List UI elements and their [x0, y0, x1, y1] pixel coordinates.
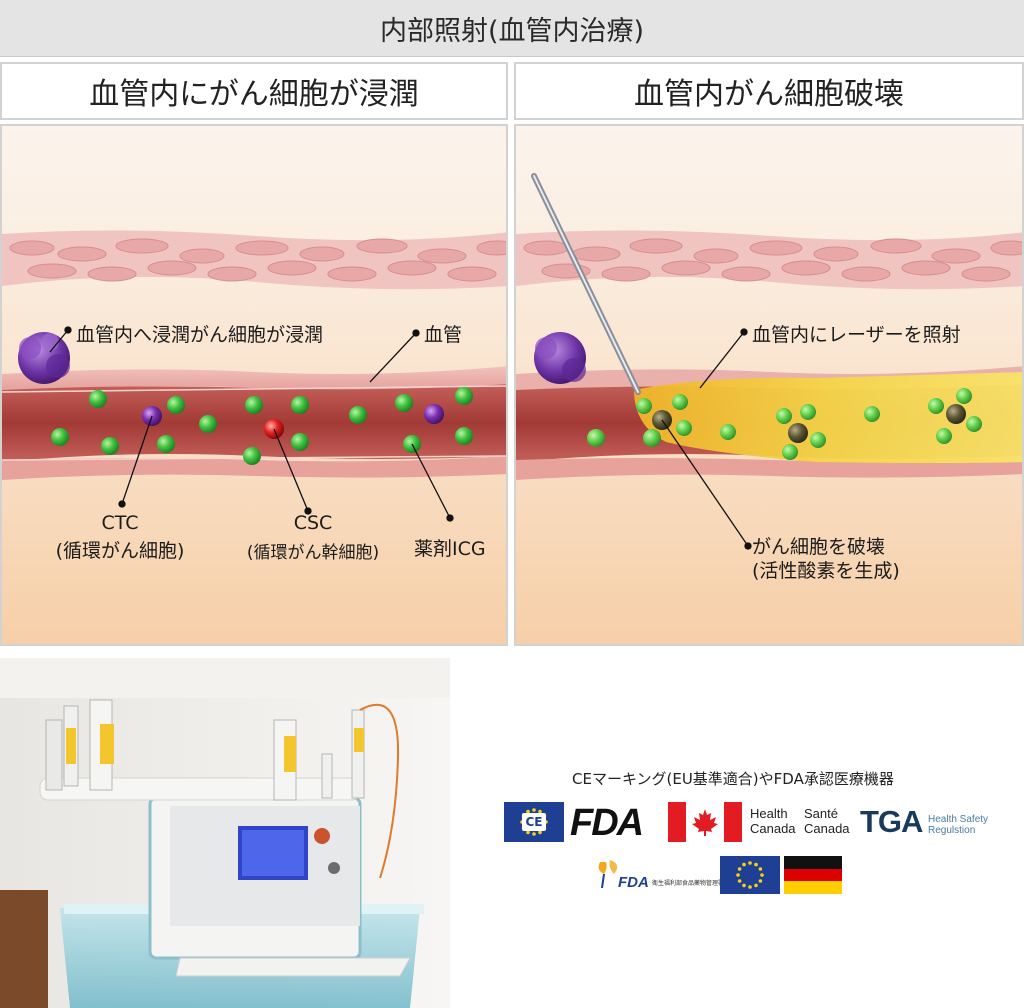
fda-logo: FDA [570, 802, 644, 844]
laser-beam [634, 372, 1022, 463]
invading-cancer-label: 血管内へ浸潤がん細胞が浸潤 [76, 324, 324, 346]
tga-subtitle: Health Safety Regulstion [928, 814, 988, 836]
eu-flag-logo [720, 856, 780, 894]
page-title: 内部照射(血管内治療) [0, 0, 1024, 57]
tissue-cells [9, 238, 506, 282]
invading-tumor [534, 332, 586, 384]
tga-logo: TGA [860, 804, 923, 839]
laser-device-illustration [0, 658, 450, 1008]
ce-mark: CE [522, 813, 546, 831]
tga-sub-line-2: Regulstion [928, 825, 976, 836]
hc-fr-line-2: Canada [804, 821, 850, 836]
laser-label: 血管内にレーザーを照射 [752, 324, 961, 346]
maple-leaf-icon [692, 809, 718, 836]
ctc-cell [424, 404, 444, 424]
device-photo [0, 658, 450, 1008]
germany-flag-logo [784, 856, 842, 894]
eu-stars-icon [736, 861, 764, 889]
left-panel-heading: 血管内にがん細胞が浸潤 [0, 62, 508, 120]
right-panel-heading: 血管内がん細胞破壊 [514, 62, 1024, 120]
butterfly-icon [598, 860, 618, 889]
destroy-label: がん細胞を破壊 [752, 536, 886, 558]
tfda-sub-text: 衛生福利部食品藥物管理署 [652, 880, 725, 887]
ctc-sub-label: (循環がん細胞) [55, 540, 185, 562]
left-panel-diagram: 血管内へ浸潤がん細胞が浸潤 血管 CTC (循環がん細胞) CSC (循環がん幹… [0, 124, 508, 646]
csc-sub-label: (循環がん幹細胞) [246, 543, 380, 563]
destroy-sub-label: (活性酸素を生成) [752, 560, 900, 582]
icg-particles [51, 387, 473, 465]
health-canada-en: Health Canada [750, 806, 796, 836]
hc-fr-line-1: Santé [804, 806, 838, 821]
leader-lines [661, 328, 752, 550]
hc-line-1: Health [750, 806, 788, 821]
ce-eu-flag-logo: CE [504, 802, 564, 842]
csc-label: CSC [293, 512, 333, 534]
leader-lines [49, 326, 454, 522]
right-vessel-illustration [516, 126, 1022, 644]
tga-sub-line-1: Health Safety [928, 814, 989, 825]
certifications-title: CEマーキング(EU基準適合)やFDA承認医療機器 [572, 770, 894, 788]
left-vessel-illustration [2, 126, 506, 644]
health-canada-fr: Santé Canada [804, 806, 850, 836]
canada-flag-logo [668, 802, 742, 842]
icg-label: 薬剤ICG [414, 538, 486, 560]
ctc-label: CTC [101, 512, 139, 534]
tfda-text: FDA [618, 874, 649, 891]
invading-tumor [18, 332, 70, 384]
taiwan-fda-logo: FDA 衛生福利部食品藥物管理署 [594, 856, 724, 896]
vessel-label: 血管 [424, 324, 463, 346]
right-panel-diagram: 血管内にレーザーを照射 がん細胞を破壊 (活性酸素を生成) [514, 124, 1024, 646]
icg-particles [587, 388, 982, 460]
hc-line-2: Canada [750, 821, 796, 836]
